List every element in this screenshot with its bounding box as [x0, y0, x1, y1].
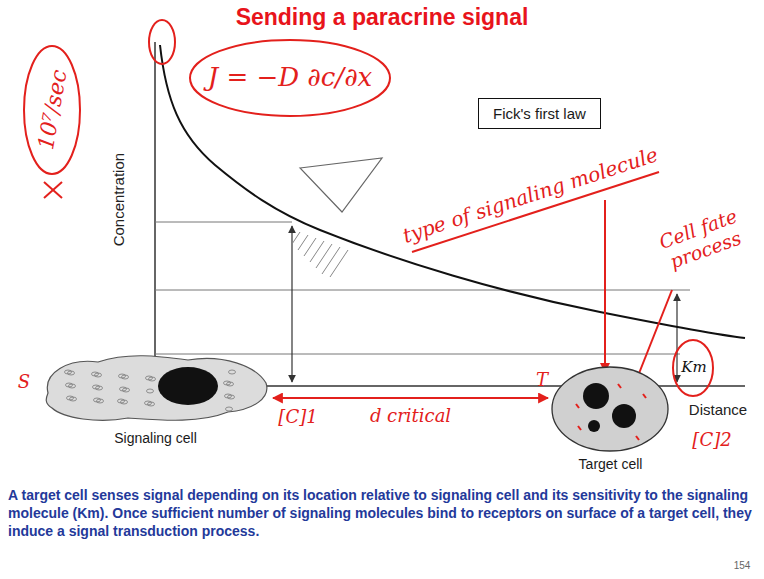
- box-label: Fick's first law: [493, 105, 586, 122]
- handwritten-note: Cell fate process: [652, 204, 752, 276]
- organelle: [123, 388, 130, 392]
- annotation-arrow: [634, 290, 672, 386]
- law-box: Fick's first law: [478, 98, 601, 129]
- organelle: [229, 370, 236, 374]
- handwritten-note: T: [536, 370, 548, 391]
- cell-outline: [38, 348, 273, 428]
- handwritten-note: 10⁷/sec: [33, 68, 72, 152]
- organelle: [148, 402, 155, 406]
- organelle: [70, 397, 77, 401]
- edge-label: d critical: [368, 405, 453, 426]
- slope-triangle: [300, 158, 382, 212]
- organelle: [96, 386, 103, 390]
- cell-membrane: [552, 367, 668, 451]
- nucleus: [612, 404, 636, 428]
- organelle: [227, 382, 234, 386]
- organelle: [149, 377, 156, 381]
- handwritten-formula: J = −D ∂c/∂x: [208, 63, 373, 93]
- receptor-mark: [576, 404, 579, 408]
- axis-label: Concentration: [110, 153, 127, 246]
- km-arrow: [676, 294, 677, 382]
- receptor-mark: [643, 394, 646, 398]
- signaling-cell: Signaling cell: [38, 348, 273, 447]
- annotation-arrow: [604, 200, 606, 372]
- annotation-circle: [149, 20, 175, 64]
- concentration-curve: [160, 45, 745, 338]
- handwritten-note: S: [18, 372, 30, 393]
- level-line: [155, 290, 690, 291]
- cell-membrane: [46, 356, 267, 421]
- annotation-circle: [190, 40, 390, 116]
- level-line: [155, 222, 292, 223]
- organelle: [122, 375, 129, 379]
- nucleus: [583, 383, 609, 409]
- handwritten-note: [C]1: [278, 407, 317, 428]
- organelle: [95, 373, 102, 377]
- y-axis: [154, 42, 156, 386]
- cell-label: Target cell: [579, 456, 643, 472]
- nucleus: [158, 367, 218, 405]
- cell-label: Signaling cell: [114, 430, 197, 446]
- distance-connector: [273, 397, 548, 399]
- hatch: [292, 232, 348, 277]
- nucleus: [588, 420, 600, 432]
- target-cell: Target cell: [548, 364, 673, 473]
- handwritten-note: type of signaling molecule: [400, 143, 661, 247]
- organelle: [68, 371, 75, 375]
- receptor-mark: [636, 436, 639, 440]
- receptor-mark: [578, 426, 581, 430]
- cross-mark: [44, 182, 62, 198]
- organelle: [97, 399, 104, 403]
- organelle: [147, 389, 154, 393]
- slide-caption: A target cell senses signal depending on…: [8, 486, 756, 541]
- organelle: [226, 407, 233, 411]
- receptor-mark: [618, 384, 621, 388]
- organelle: [69, 384, 76, 388]
- level-line: [155, 354, 680, 355]
- axis-label: Distance: [689, 401, 747, 418]
- handwritten-note: [C]2: [692, 430, 731, 451]
- organelle: [228, 395, 235, 399]
- annotation-circle: [673, 340, 713, 396]
- cell-outline: [548, 364, 673, 454]
- slide-title: Sending a paracrine signal: [0, 4, 764, 31]
- km-label: Km: [681, 359, 706, 376]
- organelle: [121, 400, 128, 404]
- range-arrow: [291, 226, 292, 382]
- page-number: 154: [734, 560, 751, 572]
- annotation-circle: [24, 46, 80, 174]
